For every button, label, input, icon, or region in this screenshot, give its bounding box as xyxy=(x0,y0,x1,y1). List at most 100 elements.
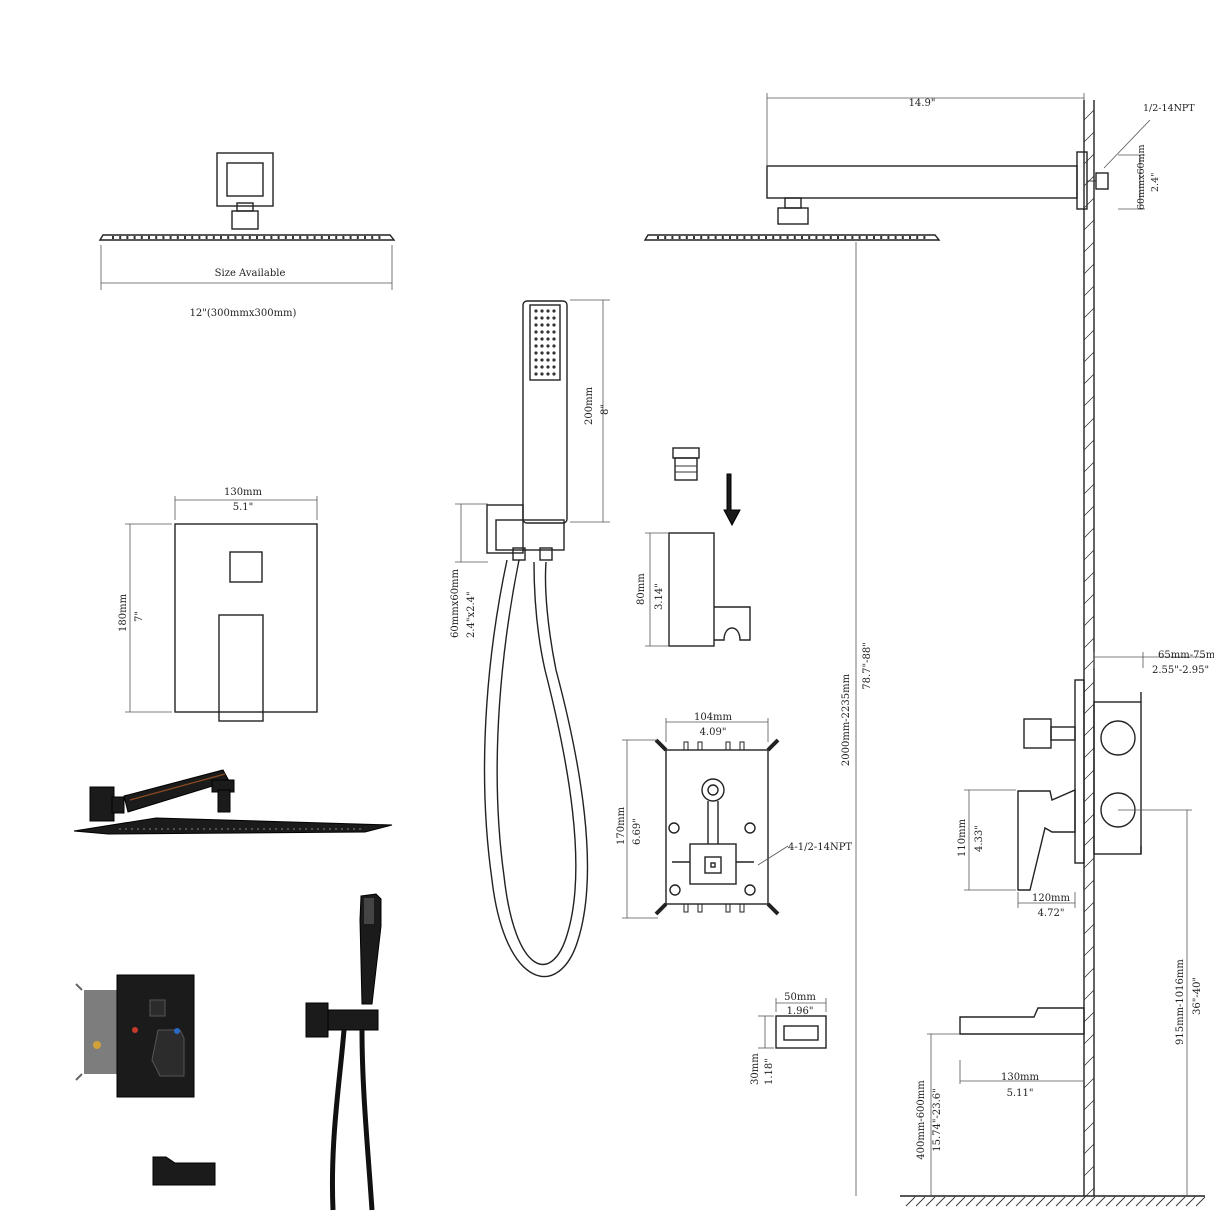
arm-length-label: 14.9" xyxy=(909,98,936,109)
hatch-line xyxy=(1083,153,1095,165)
hatch-line xyxy=(1095,1196,1106,1207)
plate-width-mm-label: 130mm xyxy=(224,487,263,498)
photo-holder-flange xyxy=(305,1002,329,1038)
hatch-line xyxy=(1185,1196,1196,1207)
lug xyxy=(654,902,668,916)
nozzle xyxy=(540,323,544,327)
nozzle xyxy=(546,365,550,369)
flange-mm-label: 60mmx60mm xyxy=(1136,144,1147,210)
bracket-in-label: 3.14" xyxy=(654,583,665,610)
wall-depth-mm-label: 65mm-75mm xyxy=(1158,650,1214,661)
photo-holder xyxy=(327,1009,379,1031)
nozzle xyxy=(534,309,538,313)
nozzle xyxy=(729,236,731,239)
trim-width-mm-label: 120mm xyxy=(1032,893,1071,904)
nozzle xyxy=(329,828,331,830)
hatch-line xyxy=(955,1196,966,1207)
nozzle xyxy=(923,236,926,239)
nozzle xyxy=(880,236,883,239)
nozzle xyxy=(865,236,868,239)
hatch-line xyxy=(1083,439,1095,451)
nozzle xyxy=(299,236,302,239)
nozzle xyxy=(281,828,283,830)
nozzle xyxy=(270,236,273,239)
nozzle xyxy=(137,828,139,830)
nozzle xyxy=(176,236,179,239)
nozzle xyxy=(837,236,839,239)
nozzle xyxy=(292,236,294,239)
hatch-line xyxy=(1083,1121,1095,1133)
nozzle xyxy=(371,236,374,239)
head-plate xyxy=(98,234,396,241)
section-tub-spout xyxy=(959,1007,1085,1035)
nozzle xyxy=(534,372,538,376)
nozzle xyxy=(378,236,381,239)
nozzle xyxy=(540,337,544,341)
photo-rough-in-box xyxy=(84,990,122,1074)
nozzle xyxy=(311,828,313,830)
hatch-line xyxy=(1083,109,1095,121)
hatch-line xyxy=(1083,835,1095,847)
wall-depth-in-label: 2.55"-2.95" xyxy=(1152,665,1209,676)
hatch-line xyxy=(905,1196,916,1207)
spout-height-in-label: 15.74"-23.6" xyxy=(932,1088,943,1151)
spout-face-in-label: 1.96" xyxy=(787,1006,814,1017)
section-valve-handle xyxy=(1017,788,1076,891)
hatch-line xyxy=(1083,1099,1095,1111)
nozzle xyxy=(320,236,323,239)
head-flange xyxy=(216,152,274,207)
nozzle xyxy=(227,236,230,239)
nozzle xyxy=(162,236,165,239)
nozzle xyxy=(793,236,796,239)
nozzle xyxy=(341,828,343,830)
section-diverter-knob xyxy=(1023,718,1052,749)
photo-head-nozzles xyxy=(119,828,361,830)
lug xyxy=(654,738,668,752)
nozzle xyxy=(534,337,538,341)
hatch-line xyxy=(1195,1196,1206,1207)
photo-tub-spout xyxy=(152,1156,216,1186)
lug-tab xyxy=(697,903,703,913)
hatch-line xyxy=(1083,175,1095,187)
hatch-line xyxy=(1015,1196,1026,1207)
hatch-line xyxy=(1083,923,1095,935)
wall-hatch xyxy=(1083,109,1095,1199)
lug-tab xyxy=(683,741,689,751)
photo-valve-handle xyxy=(151,1029,185,1077)
shower-arm xyxy=(766,165,1078,199)
nozzle xyxy=(148,236,150,239)
hatch-line xyxy=(1055,1196,1066,1207)
total-height-in-label: 78.7"-88" xyxy=(862,642,873,690)
nozzle xyxy=(119,236,122,239)
hatch-line xyxy=(1083,131,1095,143)
nozzle xyxy=(552,330,556,334)
hatch-line xyxy=(1083,241,1095,253)
photo-arm-flange xyxy=(89,786,115,822)
nozzle xyxy=(534,365,538,369)
head-nozzles xyxy=(112,236,381,239)
nozzle xyxy=(203,828,205,830)
nozzle xyxy=(184,236,186,239)
hatch-line xyxy=(1025,1196,1036,1207)
nozzle xyxy=(779,236,782,239)
tub-spout-diagram: 130mm 5.11" 400mm-600mm 15.74"-23.6" 50m… xyxy=(750,992,1085,1196)
hatch-line xyxy=(1083,483,1095,495)
valve-height-mm-label: 170mm xyxy=(616,806,627,845)
head-flange-inner xyxy=(226,162,264,197)
nozzle xyxy=(209,828,211,830)
hatch-line xyxy=(1083,395,1095,407)
nozzle xyxy=(306,236,309,239)
nozzle xyxy=(534,351,538,355)
nozzle xyxy=(112,236,114,239)
nozzle xyxy=(275,828,277,830)
nozzle xyxy=(179,828,181,830)
handheld-nozzles xyxy=(534,309,556,376)
hatch-line xyxy=(1083,813,1095,825)
nozzle xyxy=(126,236,129,239)
nozzle xyxy=(546,358,550,362)
nozzle xyxy=(342,236,345,239)
valve-mounting-lugs xyxy=(654,738,780,916)
valve-thread-label: 4-1/2-14NPT xyxy=(788,842,852,853)
arrow-down-icon xyxy=(723,473,741,527)
